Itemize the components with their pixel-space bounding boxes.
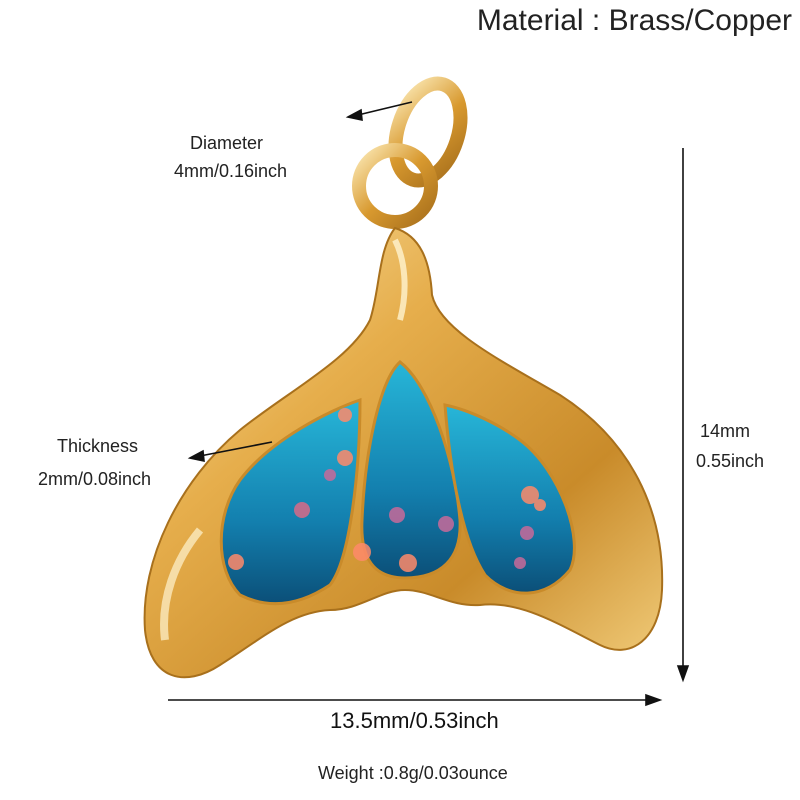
arrow-icon (168, 101, 690, 707)
width-label: 13.5mm/0.53inch (330, 708, 499, 733)
diameter-label: Diameter (190, 133, 264, 153)
thickness-label: Thickness (57, 436, 139, 456)
thickness-value: 2mm/0.08inch (38, 469, 152, 489)
whale-tail-pendant-image (143, 226, 664, 679)
weight-label: Weight :0.8g/0.03ounce (318, 763, 508, 783)
jump-ring (388, 76, 468, 188)
material-label: Material : Brass/Copper (476, 4, 792, 37)
height-inch: 0.55inch (696, 451, 765, 471)
diameter-value: 4mm/0.16inch (174, 161, 288, 181)
bail-loop (352, 143, 438, 229)
height-mm: 14mm (700, 421, 751, 441)
